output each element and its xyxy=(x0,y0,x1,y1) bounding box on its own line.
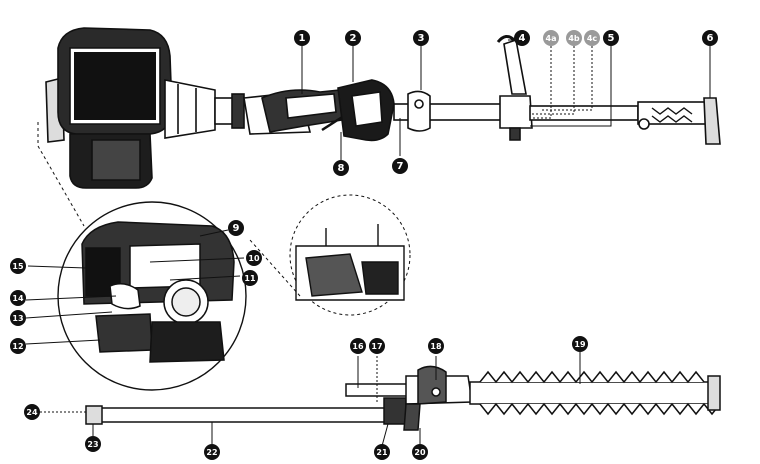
callout-4c: 4c xyxy=(584,30,600,46)
callout-disc xyxy=(10,258,26,274)
callout-disc xyxy=(603,30,619,46)
callout-label: 10 xyxy=(248,254,260,263)
callout-label: 4c xyxy=(587,34,598,43)
callout-disc xyxy=(702,30,718,46)
callout-disc xyxy=(294,30,310,46)
engine-illustration xyxy=(45,27,245,189)
air-vent-pattern xyxy=(74,52,156,120)
callout-label: 15 xyxy=(12,262,24,271)
callout-disc xyxy=(413,30,429,46)
callout-disc xyxy=(246,250,262,266)
callout-disc xyxy=(10,290,26,306)
callout-label: 9 xyxy=(233,223,240,234)
callout-label: 20 xyxy=(414,448,426,457)
callout-disc xyxy=(584,30,600,46)
callout-9: 9 xyxy=(228,220,244,236)
callout-12: 12 xyxy=(10,338,26,354)
callout-14: 14 xyxy=(10,290,26,306)
callout-3: 3 xyxy=(413,30,429,46)
callout-label: 16 xyxy=(352,342,364,351)
callout-21: 21 xyxy=(374,444,390,460)
callout-label: 7 xyxy=(397,161,404,172)
detail-leader-right xyxy=(249,239,301,297)
callout-disc xyxy=(345,30,361,46)
callout-disc xyxy=(369,338,385,354)
callout-label: 4a xyxy=(546,34,557,43)
callout-label: 4b xyxy=(568,34,580,43)
callout-label: 13 xyxy=(12,314,23,323)
callout-2: 2 xyxy=(345,30,361,46)
callout-11: 11 xyxy=(242,270,258,286)
engine-detail-circle xyxy=(57,201,247,391)
shaft-assembly xyxy=(243,35,721,145)
callout-1: 1 xyxy=(294,30,310,46)
callout-22: 22 xyxy=(204,444,220,460)
callout-19: 19 xyxy=(572,336,588,352)
hedge-trimmer-attachment xyxy=(85,365,721,431)
callout-disc xyxy=(10,310,26,326)
callout-disc xyxy=(392,158,408,174)
callout-label: 2 xyxy=(350,33,357,44)
callout-label: 1 xyxy=(299,33,306,44)
callout-label: 19 xyxy=(574,340,586,349)
callout-disc xyxy=(350,338,366,354)
callout-18: 18 xyxy=(428,338,444,354)
callout-disc xyxy=(428,338,444,354)
callout-4b: 4b xyxy=(566,30,582,46)
callout-label: 12 xyxy=(12,342,23,351)
callout-4a: 4a xyxy=(543,30,559,46)
callout-label: 21 xyxy=(376,448,388,457)
callout-13: 13 xyxy=(10,310,26,326)
callout-disc xyxy=(228,220,244,236)
callout-disc xyxy=(333,160,349,176)
callout-7: 7 xyxy=(392,158,408,174)
callout-disc xyxy=(24,404,40,420)
leader-lines xyxy=(25,39,711,447)
callout-6: 6 xyxy=(702,30,718,46)
callout-disc xyxy=(566,30,582,46)
clamp-detail-circle xyxy=(289,194,411,316)
callout-5: 5 xyxy=(603,30,619,46)
callout-label: 14 xyxy=(12,294,24,303)
callout-disc xyxy=(374,444,390,460)
callout-label: 22 xyxy=(206,448,217,457)
callout-23: 23 xyxy=(85,436,101,452)
callout-disc xyxy=(242,270,258,286)
callout-16: 16 xyxy=(350,338,366,354)
callout-17: 17 xyxy=(369,338,385,354)
callout-label: 18 xyxy=(430,342,442,351)
callout-label: 5 xyxy=(608,33,615,44)
callout-8: 8 xyxy=(333,160,349,176)
callout-10: 10 xyxy=(246,250,262,266)
callout-label: 6 xyxy=(707,33,714,44)
callout-label: 4 xyxy=(519,33,526,44)
callout-disc xyxy=(572,336,588,352)
detail-leader-left xyxy=(37,122,85,227)
callout-disc xyxy=(412,444,428,460)
callout-disc xyxy=(204,444,220,460)
callout-label: 17 xyxy=(371,342,382,351)
callout-4: 4 xyxy=(514,30,530,46)
callout-disc xyxy=(10,338,26,354)
callout-15: 15 xyxy=(10,258,26,274)
callout-label: 24 xyxy=(26,408,38,417)
callout-disc xyxy=(514,30,530,46)
callout-disc xyxy=(85,436,101,452)
callout-label: 3 xyxy=(418,33,425,44)
callout-label: 11 xyxy=(244,274,256,283)
callout-label: 8 xyxy=(338,163,345,174)
callout-disc xyxy=(543,30,559,46)
callout-label: 23 xyxy=(87,440,98,449)
callout-20: 20 xyxy=(412,444,428,460)
callout-24: 24 xyxy=(24,404,40,420)
